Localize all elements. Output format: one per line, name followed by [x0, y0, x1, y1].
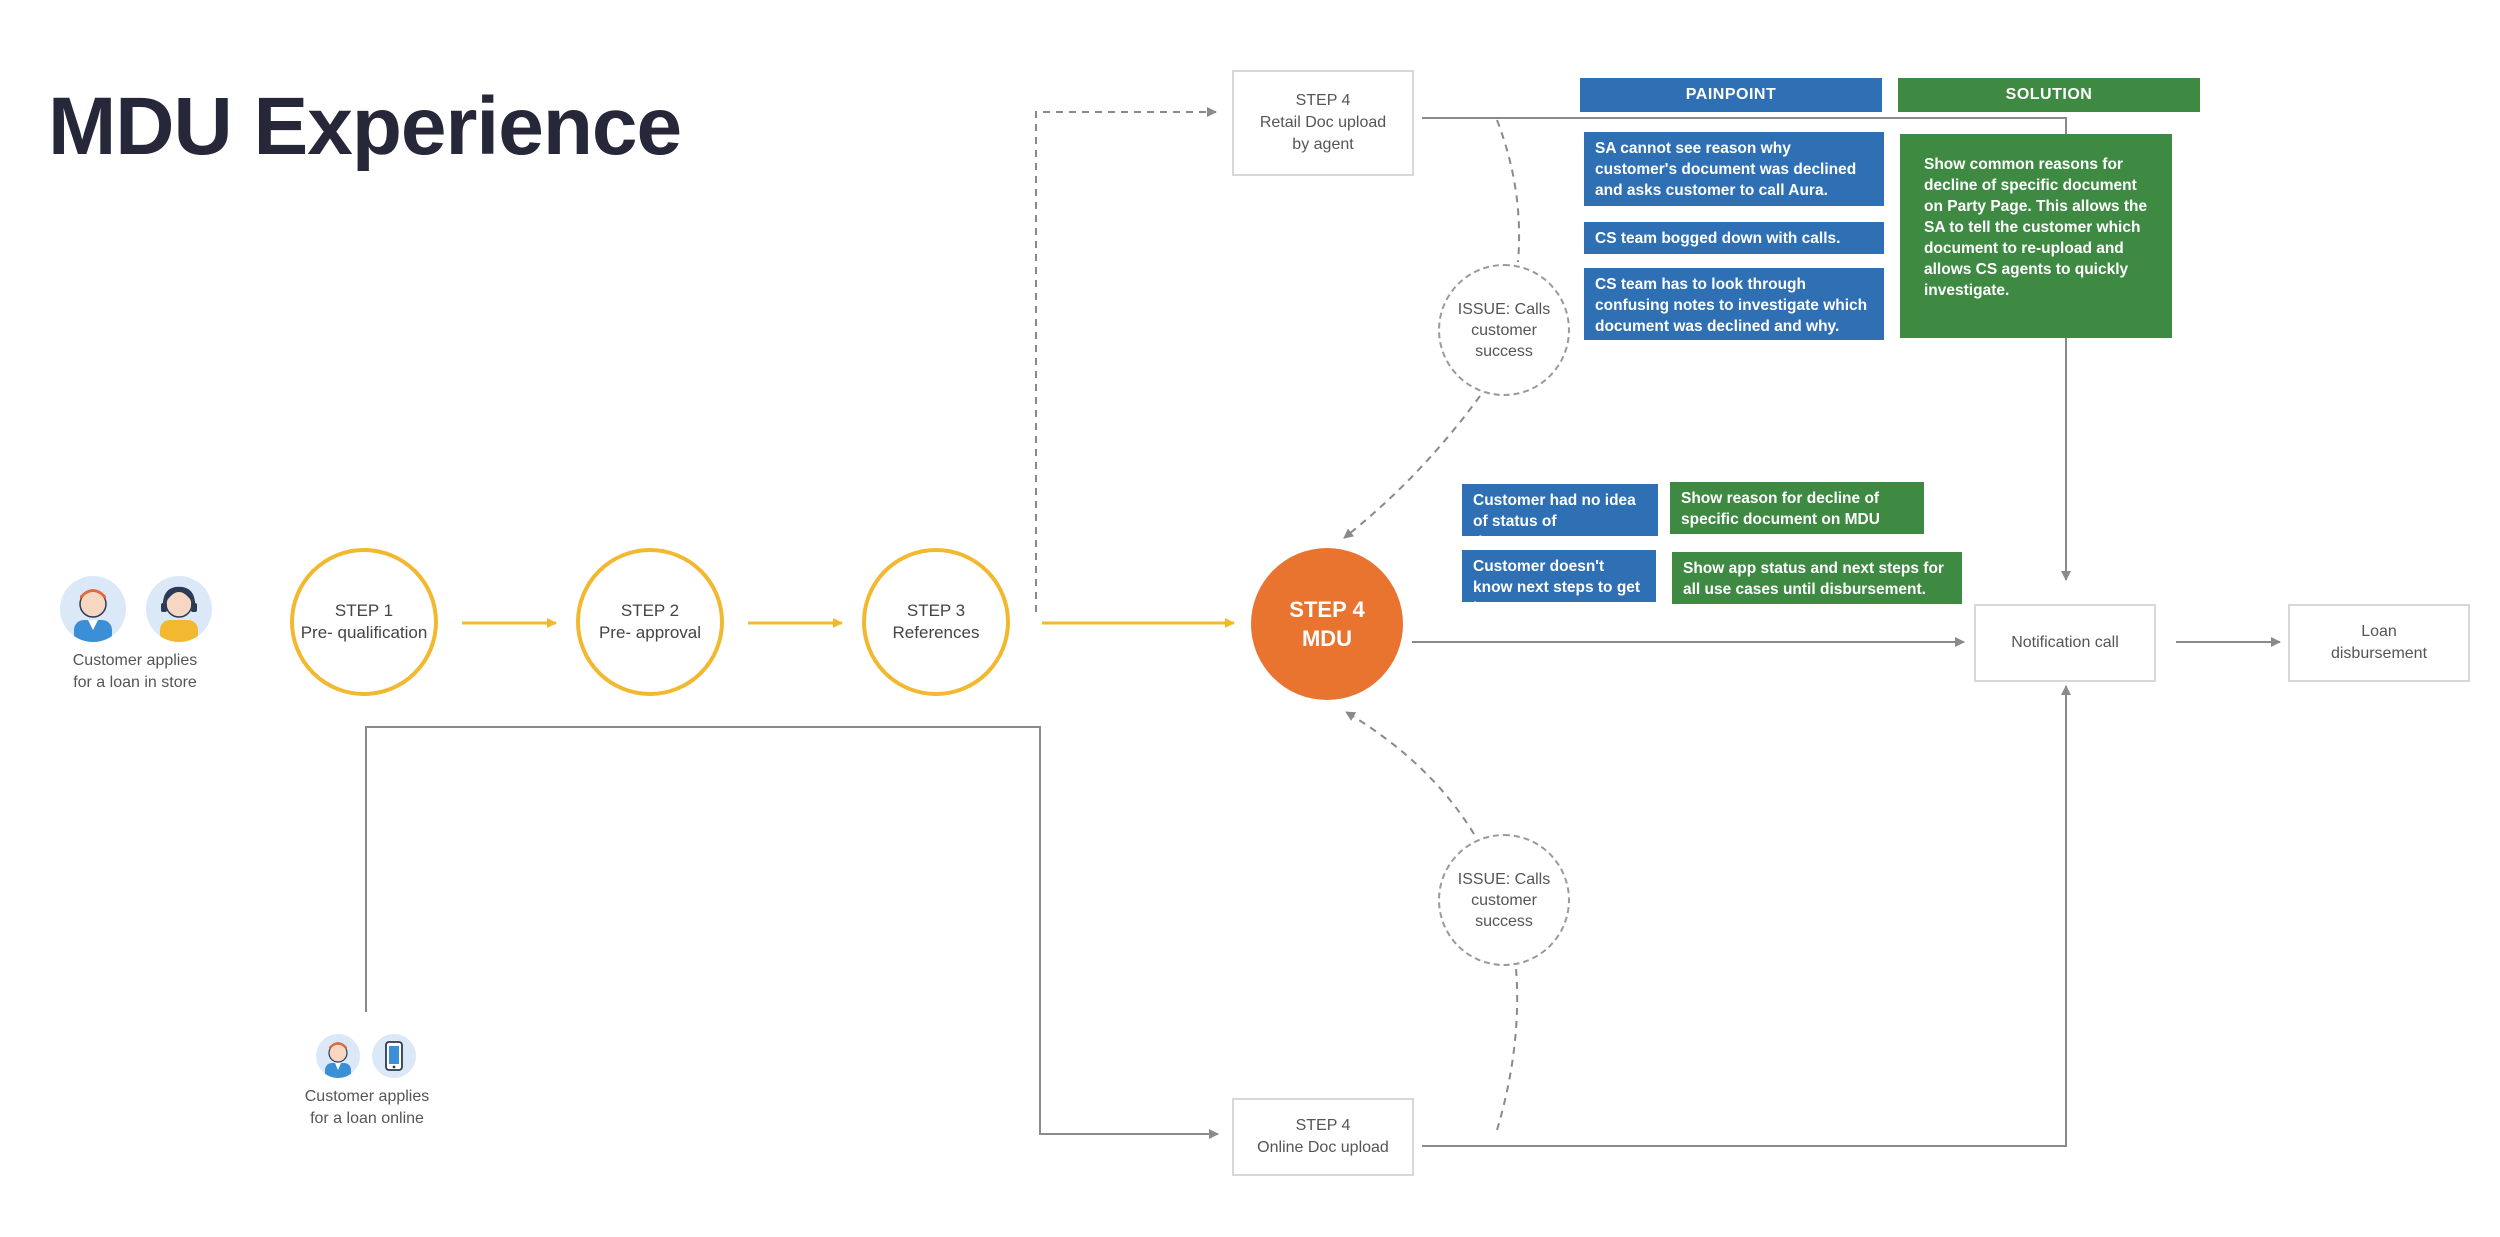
- agent-avatar-icon: [60, 576, 126, 642]
- notification-label: Notification call: [2011, 634, 2119, 651]
- online-label: STEP 4: [1295, 1117, 1351, 1134]
- customer-avatar-icon: [316, 1034, 360, 1078]
- step3-label: STEP 3: [906, 601, 966, 620]
- painpoint-header: PAINPOINT: [1580, 78, 1882, 112]
- in-store-customer-caption: Customer applies for a loan in store: [40, 650, 230, 694]
- retail-sub2: by agent: [1292, 136, 1354, 153]
- mobile-phone-icon: [372, 1034, 416, 1078]
- in-store-caption-line1: Customer applies: [72, 652, 198, 669]
- support-headset-avatar-icon: [146, 576, 212, 642]
- mdu-painpoint-note: Customer had no idea of status of docume…: [1462, 484, 1658, 551]
- solution-header: SOLUTION: [1898, 78, 2200, 112]
- issue-top-text: ISSUE: Calls customer success: [1457, 300, 1551, 360]
- issue-bottom-text: ISSUE: Calls customer success: [1457, 870, 1551, 930]
- step3-node[interactable]: STEP 3 References: [862, 548, 1010, 696]
- mdu-solution-note: Show app status and next steps for all u…: [1672, 552, 1962, 604]
- dashed-issue-top-to-mdu: [1343, 395, 1481, 539]
- step3-sub: References: [892, 623, 980, 642]
- online-doc-upload-node[interactable]: STEP 4 Online Doc upload: [1232, 1098, 1414, 1176]
- dashed-issue-bottom-to-mdu: [1345, 711, 1475, 835]
- retail-doc-upload-node[interactable]: STEP 4 Retail Doc upload by agent: [1232, 70, 1414, 176]
- dashed-retail-to-issue-top: [1496, 119, 1521, 263]
- step1-node[interactable]: STEP 1 Pre- qualification: [290, 548, 438, 696]
- notification-call-node[interactable]: Notification call: [1974, 604, 2156, 682]
- mdu-sub: MDU: [1301, 626, 1353, 651]
- step2-label: STEP 2: [620, 601, 680, 620]
- line-online-to-notification: [1422, 685, 2071, 1147]
- loan-label-line1: Loan: [2361, 623, 2397, 640]
- retail-label: STEP 4: [1295, 92, 1351, 109]
- mdu-painpoint-note: Customer doesn't know next steps to get …: [1462, 550, 1656, 617]
- painpoint-note: CS team has to look through confusing no…: [1584, 268, 1884, 340]
- step2-node[interactable]: STEP 2 Pre- approval: [576, 548, 724, 696]
- line-retail-to-notification: [1422, 117, 2071, 581]
- painpoint-note: CS team bogged down with calls.: [1584, 222, 1884, 254]
- dashed-online-to-issue-bottom: [1496, 967, 1519, 1131]
- online-caption-line1: Customer applies: [304, 1088, 430, 1105]
- step1-label: STEP 1: [334, 601, 394, 620]
- online-caption-line2: for a loan online: [310, 1110, 424, 1127]
- painpoint-note: SA cannot see reason why customer's docu…: [1584, 132, 1884, 206]
- loan-label-line2: disbursement: [2330, 645, 2428, 662]
- step2-sub: Pre- approval: [598, 623, 702, 642]
- solution-note: Show common reasons for decline of speci…: [1900, 134, 2172, 338]
- step1-sub: Pre- qualification: [300, 623, 428, 642]
- online-sub: Online Doc upload: [1257, 1139, 1389, 1156]
- page-title: MDU Experience: [48, 81, 682, 172]
- step4-mdu-node[interactable]: STEP 4 MDU: [1251, 548, 1403, 700]
- issue-bottom-node: ISSUE: Calls customer success: [1438, 834, 1570, 966]
- online-customer-caption: Customer applies for a loan online: [272, 1086, 462, 1130]
- mdu-solution-note: Show reason for decline of specific docu…: [1670, 482, 1924, 549]
- retail-sub1: Retail Doc upload: [1259, 114, 1387, 131]
- line-step1-to-online-upload: [365, 726, 1219, 1139]
- loan-disbursement-node[interactable]: Loan disbursement: [2288, 604, 2470, 682]
- issue-top-node: ISSUE: Calls customer success: [1438, 264, 1570, 396]
- dashed-to-retail-upload: [1035, 107, 1217, 612]
- mdu-label: STEP 4: [1289, 597, 1365, 622]
- in-store-caption-line2: for a loan in store: [73, 674, 197, 691]
